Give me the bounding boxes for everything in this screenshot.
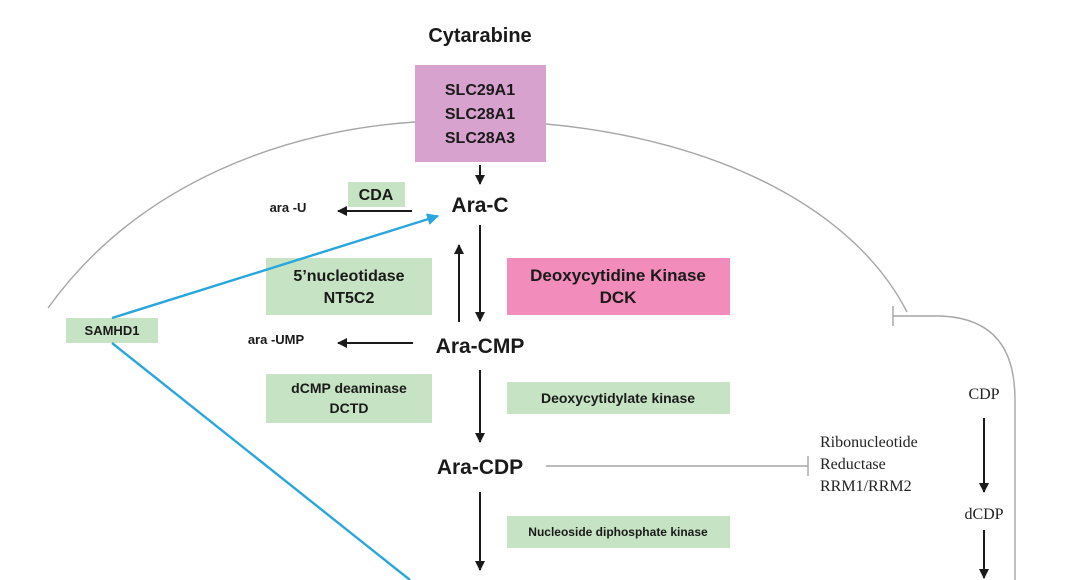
ara-cmp-label: Ara-CMP — [436, 335, 525, 358]
dctd-box — [266, 374, 432, 423]
cmpk-box — [507, 382, 730, 414]
cdp-label: CDP — [968, 386, 999, 403]
nuclear-envelope — [893, 315, 1016, 580]
rnr-label: RRM1/RRM2 — [820, 478, 912, 495]
samhd1-to-ara-ctp-line — [111, 342, 411, 580]
dck-label: DCK — [600, 288, 638, 307]
ara-cdp-label: Ara-CDP — [437, 456, 523, 479]
cell-membrane — [47, 121, 416, 309]
nt5c2-label: NT5C2 — [324, 290, 375, 307]
cda-label: CDA — [359, 187, 394, 204]
samhd1-to-ara-c-line — [111, 213, 440, 320]
ndpk-label: Nucleoside diphosphate kinase — [528, 525, 708, 539]
ndpk-box — [507, 516, 730, 548]
rnr-label: Reductase — [820, 456, 886, 473]
transporter-box — [415, 65, 546, 162]
cda-box — [348, 182, 405, 207]
cmpk-label: Deoxycytidylate kinase — [541, 390, 695, 406]
transporter-label: SLC28A3 — [445, 130, 515, 147]
samhd1-box — [66, 318, 158, 343]
nt5c2-box — [266, 258, 432, 315]
dck-label: Deoxycytidine Kinase — [530, 266, 706, 285]
transporter-label: SLC29A1 — [445, 82, 515, 99]
dctd-label: dCMP deaminase — [291, 380, 407, 396]
dck-box — [507, 258, 730, 315]
dctd-label: DCTD — [330, 400, 369, 416]
dcdp-label: dCDP — [964, 506, 1003, 523]
ara-c-label: Ara-C — [451, 194, 508, 217]
rnr-label: Ribonucleotide — [820, 434, 918, 451]
drug-title: Cytarabine — [428, 25, 531, 47]
samhd1-label: SAMHD1 — [85, 323, 140, 338]
cell-membrane — [545, 123, 908, 313]
ara-u-label: ara -U — [270, 200, 307, 215]
nt5c2-label: 5’nucleotidase — [293, 268, 404, 285]
ara-ump-label: ara -UMP — [248, 332, 305, 347]
transporter-label: SLC28A1 — [445, 106, 515, 123]
